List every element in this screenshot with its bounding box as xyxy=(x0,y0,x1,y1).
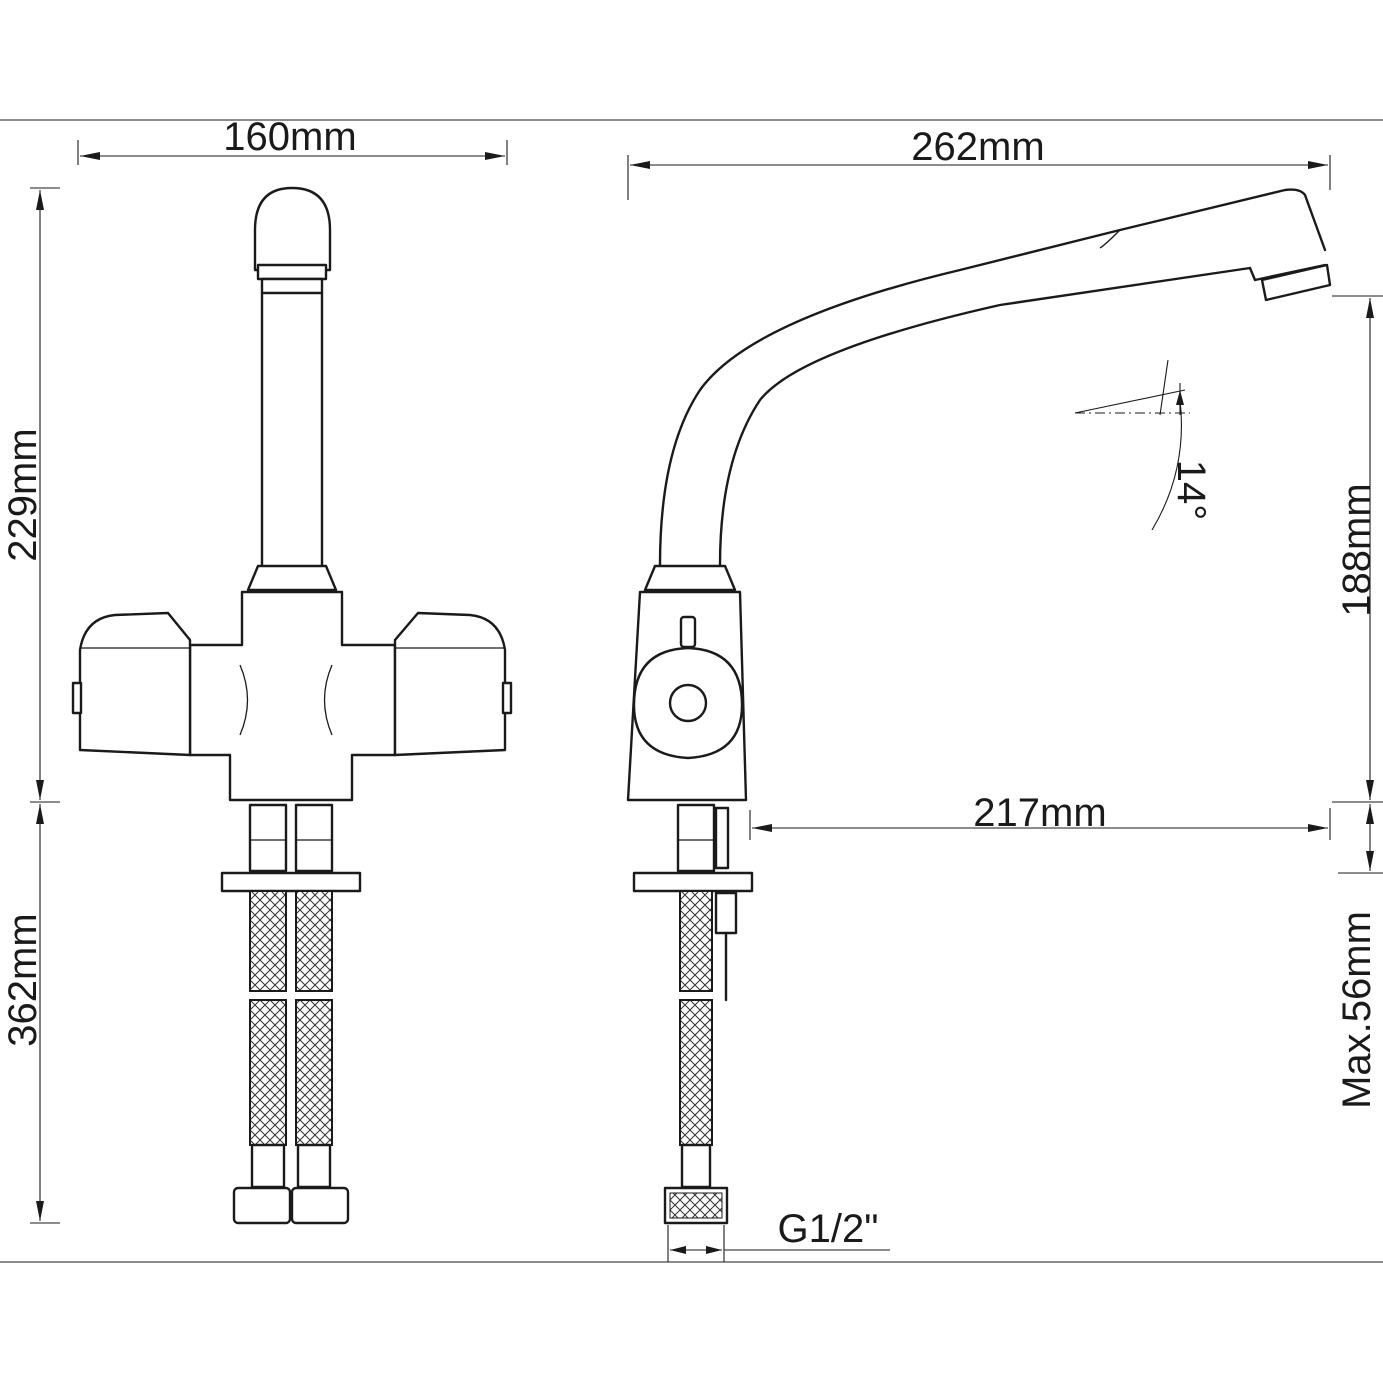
thread-label: G1/2" xyxy=(778,1207,879,1251)
side-handle-hub xyxy=(668,683,708,723)
side-nut-thread xyxy=(669,1192,723,1219)
front-body xyxy=(188,590,397,802)
front-spout-head xyxy=(253,186,332,272)
front-left-hose-lower xyxy=(249,999,287,1146)
max-counter-label: Max.56mm xyxy=(1335,911,1379,1109)
front-aerator-ring xyxy=(256,263,328,281)
side-lever xyxy=(679,615,697,649)
side-reach-label: 262mm xyxy=(911,125,1044,169)
front-right-connector xyxy=(294,803,334,873)
side-aerator xyxy=(1260,263,1332,302)
side-spout-top-edge xyxy=(658,188,1327,567)
dim-spout-projection: 217mm xyxy=(749,791,1331,840)
dim-spout-angle: 14° xyxy=(1074,359,1213,531)
front-left-handle xyxy=(78,611,192,757)
dim-side-reach: 262mm xyxy=(627,125,1331,200)
dim-max-counter: Max.56mm xyxy=(1335,804,1383,1109)
front-right-hose-upper xyxy=(295,890,333,992)
front-right-hose-end xyxy=(296,1143,332,1189)
front-right-nut xyxy=(290,1186,350,1225)
side-spout-joint xyxy=(1099,229,1121,249)
front-width-label: 160mm xyxy=(223,115,356,159)
side-view xyxy=(626,188,1332,1225)
dim-thread: G1/2" xyxy=(667,1207,890,1262)
hose-length-label: 362mm xyxy=(1,913,45,1046)
side-hose-lower xyxy=(679,999,713,1146)
side-stud xyxy=(714,891,738,935)
front-mounting-plate xyxy=(220,871,362,893)
front-right-indicator xyxy=(501,681,513,715)
spout-projection-label: 217mm xyxy=(973,791,1106,835)
side-connector xyxy=(676,803,716,873)
front-left-hose-upper xyxy=(249,890,287,992)
front-body-curve-left xyxy=(239,664,249,736)
front-body-curve-right xyxy=(323,664,333,736)
side-rod xyxy=(714,806,730,870)
front-view xyxy=(71,186,513,1225)
spout-angle-label: 14° xyxy=(1169,460,1213,521)
side-hose-upper xyxy=(679,890,713,992)
front-collar xyxy=(246,564,338,592)
side-spout-bottom-edge xyxy=(718,263,1327,567)
front-right-hose-lower xyxy=(295,999,333,1146)
front-left-connector xyxy=(248,803,288,873)
dim-front-height: 229mm xyxy=(1,187,60,803)
front-right-handle xyxy=(393,611,507,757)
front-height-label: 229mm xyxy=(1,428,45,561)
dim-hose-length: 362mm xyxy=(1,804,60,1224)
front-left-hose-end xyxy=(250,1143,286,1189)
side-hose-end xyxy=(680,1143,712,1189)
dim-front-width: 160mm xyxy=(77,115,508,165)
dim-spout-height: 188mm xyxy=(1332,295,1383,803)
front-aerator xyxy=(260,277,324,295)
spout-height-label: 188mm xyxy=(1335,483,1379,616)
side-collar xyxy=(643,564,737,592)
front-left-indicator xyxy=(71,681,83,715)
front-left-nut xyxy=(232,1186,292,1225)
side-mounting-plate xyxy=(632,871,754,893)
